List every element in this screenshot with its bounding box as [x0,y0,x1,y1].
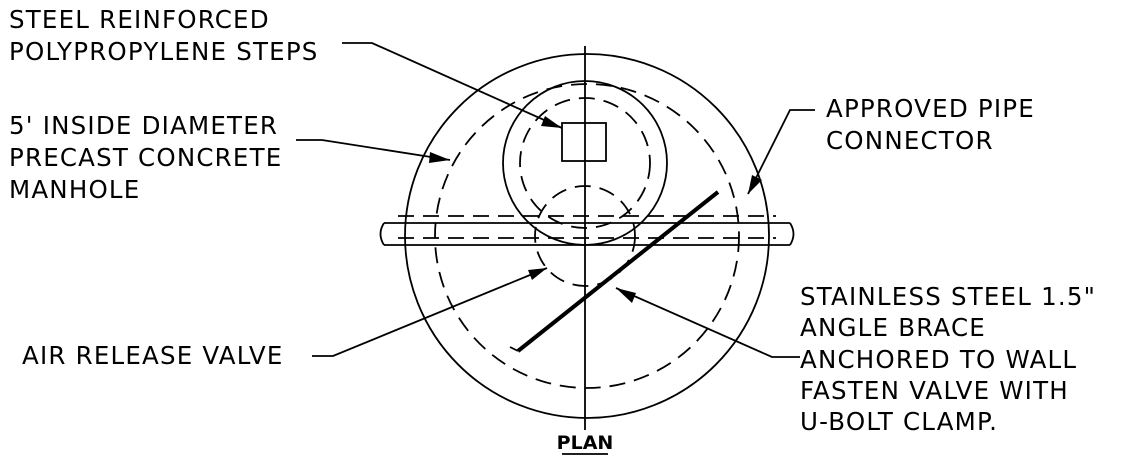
callout-manhole-line-1: 5' INSIDE DIAMETER [9,111,278,140]
leader-manhole [296,139,451,161]
callout-steps-line-2: POLYPROPYLENE STEPS [9,37,319,66]
callout-brace-line-1: STAINLESS STEEL 1.5" [800,282,1096,311]
callout-manhole-line-2: PRECAST CONCRETE [9,143,282,172]
callout-manhole: 5' INSIDE DIAMETER PRECAST CONCRETE MANH… [9,111,291,204]
polypropylene-step [561,122,607,162]
callout-connector-line-2: CONNECTOR [826,126,994,155]
manhole-outer-wall [404,53,770,419]
callout-valve-line-1: AIR RELEASE VALVE [22,341,284,370]
arrowhead-connector [748,175,762,194]
callout-valve: AIR RELEASE VALVE [22,341,284,370]
callout-connector-line-1: APPROVED PIPE [826,94,1035,123]
angle-brace [516,190,720,353]
manhole-opening-inner [519,97,651,229]
leader-connector [747,109,815,195]
arrowhead-manhole [429,152,450,163]
callout-steps: STEEL REINFORCED POLYPROPYLENE STEPS [9,5,319,66]
leader-brace [615,287,800,358]
angle-brace-end-tick [509,346,519,352]
callout-brace: STAINLESS STEEL 1.5" ANGLE BRACE ANCHORE… [800,282,1105,436]
callout-connector: APPROVED PIPE CONNECTOR [826,94,1044,155]
callout-brace-line-5: U-BOLT CLAMP. [800,407,998,436]
callout-steps-line-1: STEEL REINFORCED [9,5,270,34]
callout-brace-line-3: ANCHORED TO WALL [800,345,1077,374]
air-release-valve [534,185,636,287]
arrowhead-steps [541,116,562,128]
plan-title: PLAN [557,432,614,454]
pipe-right-end [789,222,795,246]
pipe-left-end [379,222,385,246]
leader-steps [342,42,563,129]
leader-valve [312,267,548,357]
manhole-inside-diameter [434,83,740,389]
callout-manhole-line-3: MANHOLE [9,175,140,204]
callout-brace-line-4: FASTEN VALVE WITH [800,376,1069,405]
callout-brace-line-2: ANGLE BRACE [800,313,986,342]
arrowhead-valve [528,268,547,280]
arrowhead-brace [616,288,636,303]
